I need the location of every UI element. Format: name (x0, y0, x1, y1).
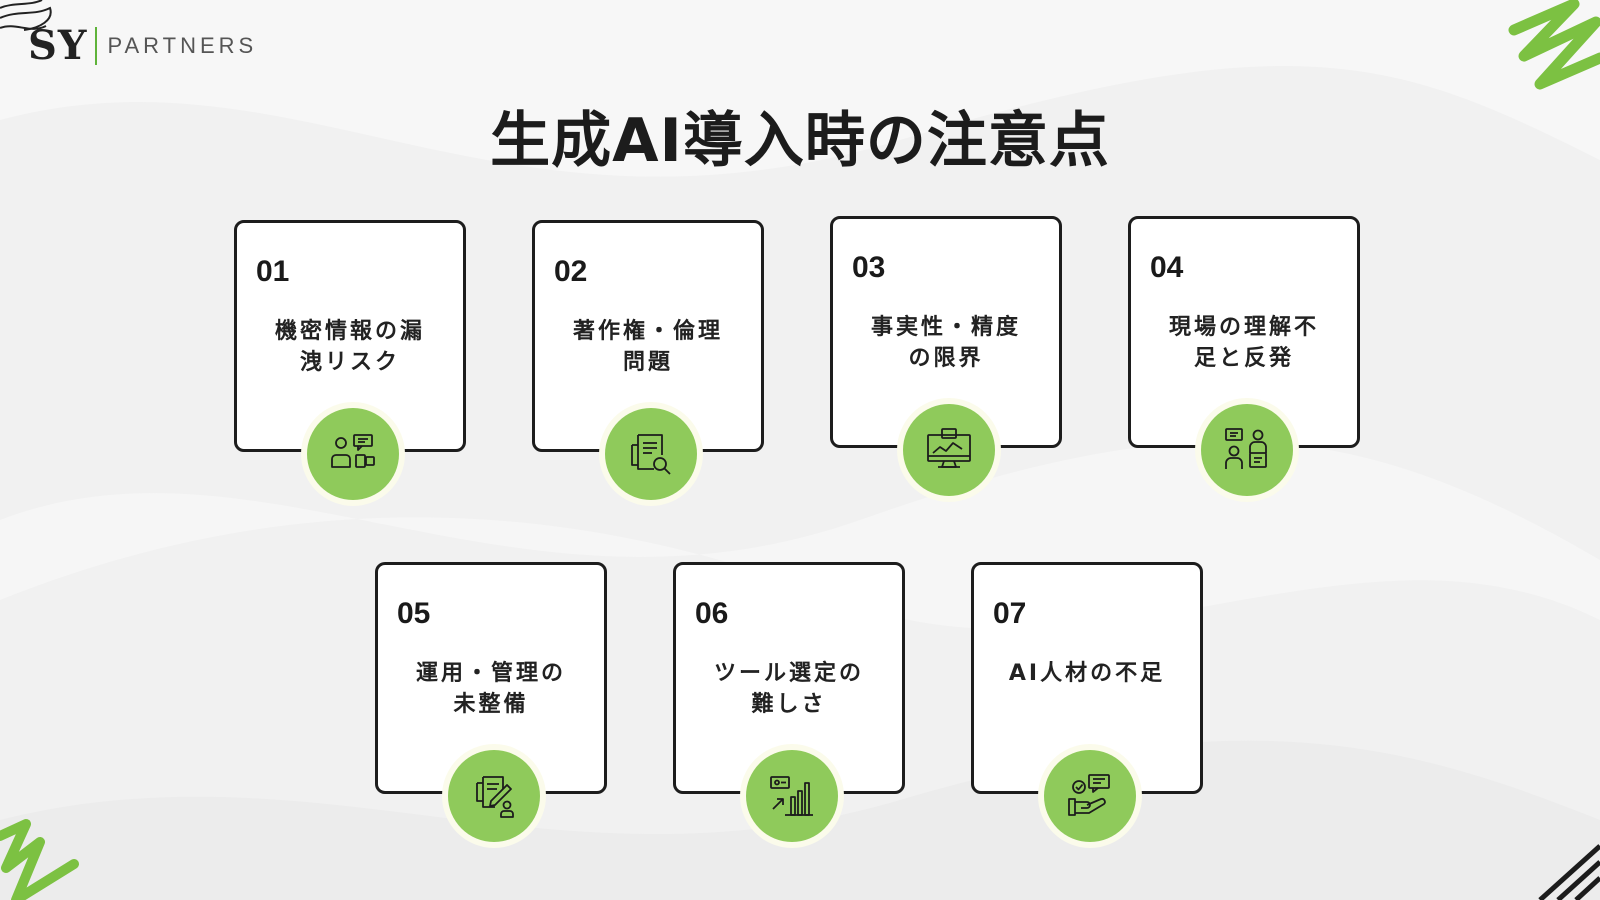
card-frontline-resistance: 04 現場の理解不 足と反発 (1128, 216, 1360, 496)
card-label-line: 難しさ (751, 692, 827, 717)
card-icon-badge (1044, 750, 1136, 842)
card-number: 01 (256, 255, 290, 288)
card-label-line: 未整備 (453, 692, 529, 717)
card-ai-talent-shortage: 07 AI人材の不足 (971, 562, 1203, 842)
card-label-line: 問題 (622, 350, 673, 375)
document-edit-user-icon (476, 776, 514, 818)
card-label-line: 足と反発 (1193, 346, 1294, 371)
card-label: 現場の理解不 足と反発 (1139, 312, 1349, 374)
bottomright-line-decoration (1538, 844, 1600, 900)
card-number: 07 (993, 597, 1027, 630)
card-tool-selection: 06 ツール選定の 難しさ (673, 562, 905, 842)
people-discussion-icon (1225, 428, 1267, 469)
card-icon-badge (746, 750, 838, 842)
page-title: 生成AI導入時の注意点 (490, 106, 1110, 176)
card-label-line: 事実性・精度 (870, 315, 1021, 340)
bottomleft-green-scribble (0, 819, 79, 900)
card-label-line: 著作権・倫理 (572, 319, 723, 344)
company-logo: SY PARTNERS (28, 22, 257, 70)
card-copyright-ethics: 02 著作権・倫理 問題 (532, 220, 764, 500)
card-label-line: AI人材の不足 (1008, 661, 1166, 686)
card-label-line: の限界 (908, 346, 984, 371)
card-label: 運用・管理の 未整備 (386, 658, 596, 720)
confidential-chat-icon (331, 434, 375, 468)
card-label: ツール選定の 難しさ (684, 658, 894, 720)
topleft-contour-decoration (0, 0, 52, 31)
document-search-icon (631, 434, 671, 475)
logo-mark: SY (28, 22, 88, 69)
card-number: 04 (1150, 251, 1184, 284)
card-label-line: 現場の理解不 (1168, 315, 1319, 340)
card-label: 著作権・倫理 問題 (543, 316, 753, 378)
topright-green-scribble (1508, 0, 1600, 90)
card-operations-management: 05 運用・管理の 未整備 (375, 562, 607, 842)
logo-text: PARTNERS (107, 33, 258, 58)
card-icon-badge (605, 408, 697, 500)
card-icon-badge (903, 404, 995, 496)
card-label: 機密情報の漏 洩リスク (245, 316, 455, 378)
hand-support-chat-icon (1068, 774, 1110, 816)
card-label-line: 運用・管理の (415, 661, 566, 686)
card-confidential-info: 01 機密情報の漏 洩リスク (234, 220, 466, 500)
logo-divider (95, 27, 98, 65)
card-icon-badge (1201, 404, 1293, 496)
card-number: 02 (554, 255, 588, 288)
card-label: 事実性・精度 の限界 (841, 312, 1051, 374)
card-number: 05 (397, 597, 431, 630)
card-label-line: 洩リスク (299, 350, 400, 375)
card-label-line: ツール選定の (713, 661, 864, 686)
card-number: 03 (852, 251, 886, 284)
card-label: AI人材の不足 (982, 658, 1192, 689)
card-accuracy-limits: 03 事実性・精度 の限界 (830, 216, 1062, 496)
card-label-line: 機密情報の漏 (274, 319, 425, 344)
monitor-chart-icon (927, 428, 971, 468)
card-icon-badge (448, 750, 540, 842)
bar-chart-growth-icon (770, 776, 813, 816)
card-number: 06 (695, 597, 729, 630)
card-icon-badge (307, 408, 399, 500)
